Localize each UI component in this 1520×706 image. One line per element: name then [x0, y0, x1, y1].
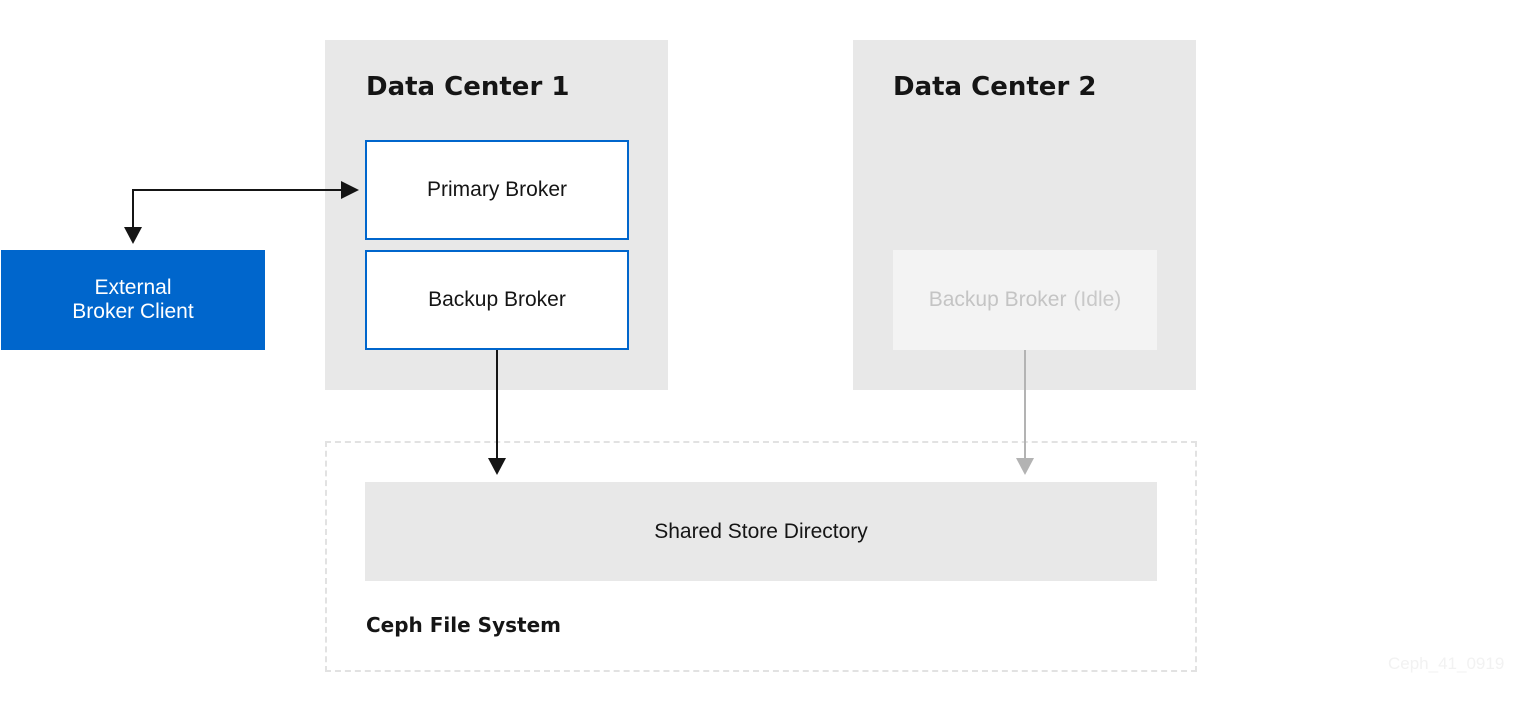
backup-broker-label: Backup Broker [428, 288, 566, 311]
idle-status-label: (Idle) [1073, 288, 1122, 311]
idle-backup-broker-label: Backup Broker [928, 288, 1067, 311]
figure-code-label: Ceph_41_0919 [1388, 654, 1505, 673]
ceph-file-system-label: Ceph File System [366, 613, 561, 637]
data-center-1-title: Data Center 1 [366, 72, 570, 102]
idle-backup-broker-box: Backup Broker (Idle) [893, 250, 1157, 350]
client-primary-connector [132, 189, 345, 230]
external-broker-client-box: External Broker Client [1, 250, 265, 350]
client-label-line-2: Broker Client [72, 300, 194, 323]
backup-broker-box: Backup Broker [365, 250, 629, 350]
arrowhead-to-shared-store [488, 458, 506, 475]
ceph-file-system-region [325, 441, 1197, 672]
data-center-2-title: Data Center 2 [893, 72, 1097, 102]
shared-store-directory-label: Shared Store Directory [654, 519, 868, 543]
arrowhead-to-client [124, 227, 142, 244]
shared-store-directory-box: Shared Store Directory [365, 482, 1157, 581]
client-label-line-1: External [94, 276, 172, 299]
primary-broker-label: Primary Broker [426, 178, 568, 201]
arrowhead-to-primary-broker [341, 181, 359, 199]
primary-broker-box: Primary Broker [365, 140, 629, 240]
arrowhead-idle-to-shared-store [1016, 458, 1034, 475]
